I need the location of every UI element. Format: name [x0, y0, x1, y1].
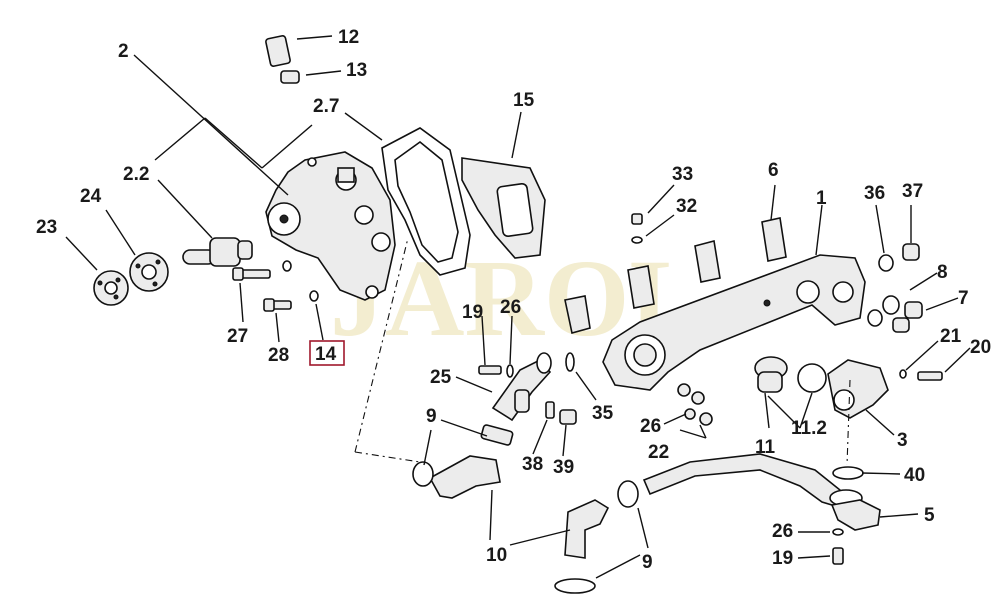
washer-21 [899, 369, 907, 379]
clip-13 [280, 70, 300, 84]
hose-lower [564, 499, 610, 559]
seal-32 [631, 236, 643, 244]
washer-14 [309, 290, 319, 302]
label-33: 33 [672, 164, 693, 185]
label-27: 27 [227, 326, 248, 347]
bracket-b [627, 265, 655, 309]
outlet-housing-port [833, 389, 855, 411]
label-20: 20 [970, 337, 991, 358]
nut-lower [691, 391, 705, 405]
outlet-housing [827, 359, 889, 419]
bolt-20 [917, 371, 943, 381]
label-24: 24 [80, 186, 102, 207]
pin-38 [545, 401, 555, 419]
label-9-upper: 9 [426, 406, 437, 427]
label-39: 39 [553, 457, 574, 478]
oring-35 [565, 352, 575, 372]
elbow-25-port [536, 352, 552, 374]
label-35: 35 [592, 403, 614, 424]
nut-26 [684, 408, 696, 420]
clamp-lower [554, 578, 596, 594]
oring-36 [878, 254, 894, 272]
plug-37 [902, 243, 920, 261]
label-13: 13 [346, 60, 367, 81]
bracket-6 [761, 217, 787, 262]
plug-7a [904, 301, 923, 319]
label-2-2: 2.2 [123, 164, 149, 185]
washer-26-upper [506, 364, 514, 378]
gasket-40 [832, 466, 864, 480]
assembly-guide-line-c [846, 379, 851, 466]
label-40: 40 [904, 465, 925, 486]
nut-upper [677, 383, 691, 397]
hose-upper [428, 455, 501, 499]
label-26-middle: 26 [640, 416, 661, 437]
label-9-lower: 9 [642, 552, 653, 573]
assembly-guide-line-b [354, 451, 421, 463]
assembly-guide-line-a [354, 237, 409, 453]
label-2-7: 2.7 [313, 96, 339, 117]
flange-23 [93, 270, 129, 306]
label-3: 3 [897, 430, 908, 451]
label-19-lower: 19 [772, 548, 793, 569]
plug-7b [892, 317, 910, 333]
label-36: 36 [864, 183, 885, 204]
bolt-28 [263, 298, 292, 312]
flange-24 [129, 252, 169, 292]
label-14: 14 [315, 344, 337, 365]
label-7: 7 [958, 288, 969, 309]
elbow-25-nozzle [514, 389, 530, 413]
label-11-2: 11.2 [791, 418, 827, 439]
label-37: 37 [902, 181, 923, 202]
label-25: 25 [430, 367, 452, 388]
nut-22 [699, 412, 713, 426]
washer-upper [282, 260, 292, 272]
oring-8a [882, 295, 900, 315]
part-labels: 2 2.2 2.7 12 13 23 24 27 28 14 15 33 32 … [36, 27, 991, 573]
label-22: 22 [648, 442, 669, 463]
washer-26-lower [832, 528, 844, 536]
label-8: 8 [937, 262, 948, 283]
label-28: 28 [268, 345, 289, 366]
label-12: 12 [338, 27, 359, 48]
label-19-upper: 19 [462, 302, 483, 323]
label-26-upper: 26 [500, 297, 521, 318]
bolt-19-lower [832, 547, 844, 565]
long-pipe [642, 453, 843, 510]
clamp-upper [412, 461, 434, 487]
thermostat [754, 356, 788, 393]
seal-ring [797, 363, 827, 393]
pump-shaft [182, 237, 253, 267]
cover-plate-window [496, 183, 534, 237]
label-15: 15 [513, 90, 535, 111]
clamp-middle [617, 480, 639, 508]
bolt-27 [232, 267, 271, 281]
label-2: 2 [118, 41, 129, 62]
label-23: 23 [36, 217, 57, 238]
label-5: 5 [924, 505, 935, 526]
leader-lines [65, 35, 971, 579]
sleeve-12 [265, 34, 291, 68]
bracket-c [694, 240, 721, 283]
connector-9-upper [480, 424, 514, 446]
label-1: 1 [816, 188, 827, 209]
label-21: 21 [940, 326, 962, 347]
label-11: 11 [755, 437, 776, 458]
clip-39 [559, 409, 577, 425]
bracket-a [564, 295, 591, 334]
bolt-19-upper [478, 365, 502, 375]
label-26-lower: 26 [772, 521, 793, 542]
oring-8b [867, 309, 883, 327]
water-pump-assembly [265, 151, 396, 301]
label-38: 38 [522, 454, 543, 475]
manifold-assembly [602, 254, 866, 391]
label-10: 10 [486, 545, 507, 566]
plug-33 [631, 213, 643, 225]
label-6: 6 [768, 160, 779, 181]
pipe-elbow-5 [830, 499, 881, 531]
label-32: 32 [676, 196, 697, 217]
gasket-inner [394, 140, 459, 263]
highlight-box-14 [309, 340, 345, 366]
